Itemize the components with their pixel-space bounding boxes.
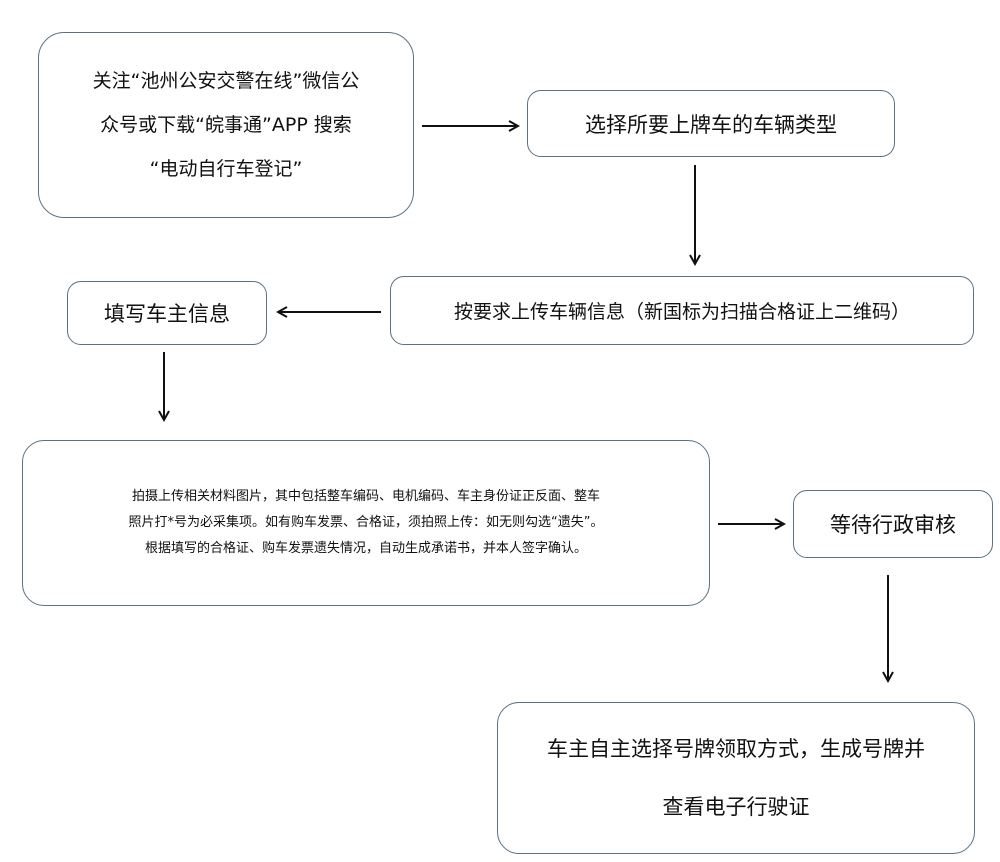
step-1-box: 关注“池州公安交警在线”微信公 众号或下载“皖事通”APP 搜索 “电动自行车登… <box>38 32 414 218</box>
step-1-line-3: “电动自行车登记” <box>149 158 303 180</box>
step-7-text: 车主自主选择号牌领取方式，生成号牌并 查看电子行驶证 <box>547 720 925 836</box>
step-4-box: 填写车主信息 <box>67 281 267 345</box>
step-1-line-1: 关注“池州公安交警在线”微信公 <box>92 70 360 92</box>
step-4-text: 填写车主信息 <box>104 302 230 326</box>
step-5-line-3: 根据填写的合格证、购车发票遗失情况，自动生成承诺书，并本人签字确认。 <box>144 541 587 556</box>
step-6-text: 等待行政审核 <box>830 513 956 537</box>
step-3-text: 按要求上传车辆信息（新国标为扫描合格证上二维码） <box>453 301 910 323</box>
step-1-text: 关注“池州公安交警在线”微信公 众号或下载“皖事通”APP 搜索 “电动自行车登… <box>93 59 360 191</box>
step-7-line-1: 车主自主选择号牌领取方式，生成号牌并 <box>547 737 925 761</box>
step-1-line-2: 众号或下载“皖事通”APP 搜索 <box>100 114 352 136</box>
step-2-text: 选择所要上牌车的车辆类型 <box>585 112 837 137</box>
step-7-line-2: 查看电子行驶证 <box>662 795 810 819</box>
step-5-text: 拍摄上传相关材料图片，其中包括整车编码、电机编码、车主身份证正反面、整车 照片打… <box>129 484 604 562</box>
step-5-line-2: 照片打*号为必采集项。如有购车发票、合格证，须拍照上传：如无则勾选“遗失”。 <box>128 515 604 530</box>
step-3-box: 按要求上传车辆信息（新国标为扫描合格证上二维码） <box>390 276 974 345</box>
step-7-box: 车主自主选择号牌领取方式，生成号牌并 查看电子行驶证 <box>497 702 975 854</box>
step-5-box: 拍摄上传相关材料图片，其中包括整车编码、电机编码、车主身份证正反面、整车 照片打… <box>22 440 710 606</box>
step-2-box: 选择所要上牌车的车辆类型 <box>527 90 895 157</box>
step-5-line-1: 拍摄上传相关材料图片，其中包括整车编码、电机编码、车主身份证正反面、整车 <box>131 489 600 504</box>
step-6-box: 等待行政审核 <box>793 490 993 558</box>
